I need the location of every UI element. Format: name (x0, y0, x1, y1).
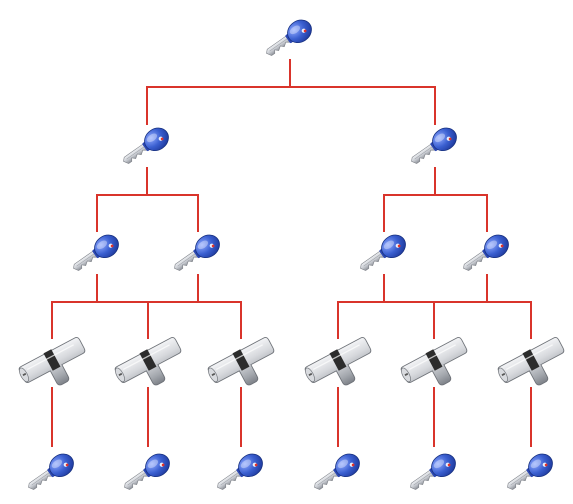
individual-key-node (405, 448, 461, 498)
connector-m2 (383, 167, 488, 232)
key-icon (23, 448, 79, 498)
key-icon (169, 229, 225, 279)
connector-s1 (51, 274, 149, 339)
connector-s3 (337, 274, 435, 339)
connector-s4 (433, 274, 532, 339)
lock-cylinder-node (399, 334, 469, 395)
sub-master-key-node (169, 229, 225, 279)
individual-key-node (119, 448, 175, 498)
key-icon (458, 229, 514, 279)
master-key-node (118, 122, 174, 172)
lock-cylinder-node (206, 334, 276, 395)
key-icon (118, 122, 174, 172)
lock-cylinder-node (113, 334, 183, 395)
connector-s2 (147, 274, 242, 339)
cylinder-icon (496, 334, 566, 395)
cylinder-icon (113, 334, 183, 395)
key-icon (261, 14, 317, 64)
cylinder-icon (303, 334, 373, 395)
sub-master-key-node (458, 229, 514, 279)
key-icon (405, 448, 461, 498)
lock-cylinder-node (496, 334, 566, 395)
cylinder-icon (399, 334, 469, 395)
key-icon (309, 448, 365, 498)
grand-master-key-node (261, 14, 317, 64)
individual-key-node (502, 448, 558, 498)
key-icon (119, 448, 175, 498)
connector-m1 (96, 167, 199, 232)
lock-cylinder-node (303, 334, 373, 395)
individual-key-node (212, 448, 268, 498)
key-icon (68, 229, 124, 279)
individual-key-node (23, 448, 79, 498)
connector-lines (51, 59, 532, 447)
individual-key-node (309, 448, 365, 498)
cylinder-icon (206, 334, 276, 395)
key-icon (212, 448, 268, 498)
lock-cylinder-node (17, 334, 87, 395)
key-icon (355, 229, 411, 279)
master-key-node (406, 122, 462, 172)
key-icon (502, 448, 558, 498)
sub-master-key-node (68, 229, 124, 279)
key-icon (406, 122, 462, 172)
sub-master-key-node (355, 229, 411, 279)
connector-gm (146, 59, 436, 125)
cylinder-icon (17, 334, 87, 395)
